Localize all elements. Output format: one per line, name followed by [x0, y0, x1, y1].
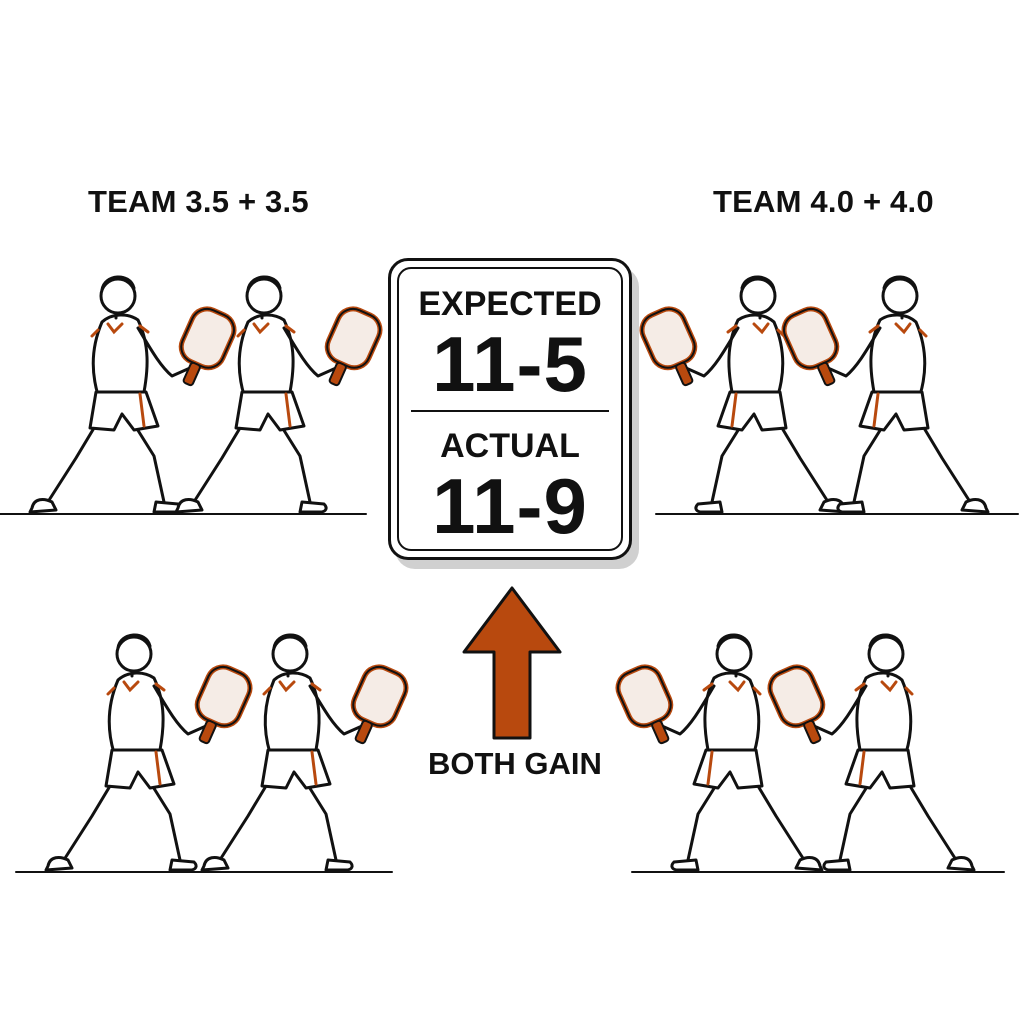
right-player-4-icon	[765, 635, 1004, 872]
actual-score: 11-9	[432, 462, 588, 550]
left-player-2-icon	[146, 277, 385, 514]
both-gain-caption: BOTH GAIN	[428, 746, 602, 781]
team-left-label: TEAM 3.5 + 3.5	[88, 184, 309, 219]
right-player-1-icon	[637, 277, 876, 514]
actual-label: ACTUAL	[440, 427, 580, 465]
card-divider	[411, 410, 609, 412]
right-player-3-icon	[613, 635, 852, 872]
left-player-4-icon	[172, 635, 411, 872]
score-card: EXPECTED 11-5 ACTUAL 11-9	[388, 258, 632, 560]
left-player-1-icon	[0, 277, 239, 514]
left-player-3-icon	[16, 635, 255, 872]
team-right-label: TEAM 4.0 + 4.0	[713, 184, 934, 219]
up-arrow-icon	[462, 586, 562, 740]
expected-score: 11-5	[432, 320, 588, 408]
expected-label: EXPECTED	[418, 285, 602, 323]
